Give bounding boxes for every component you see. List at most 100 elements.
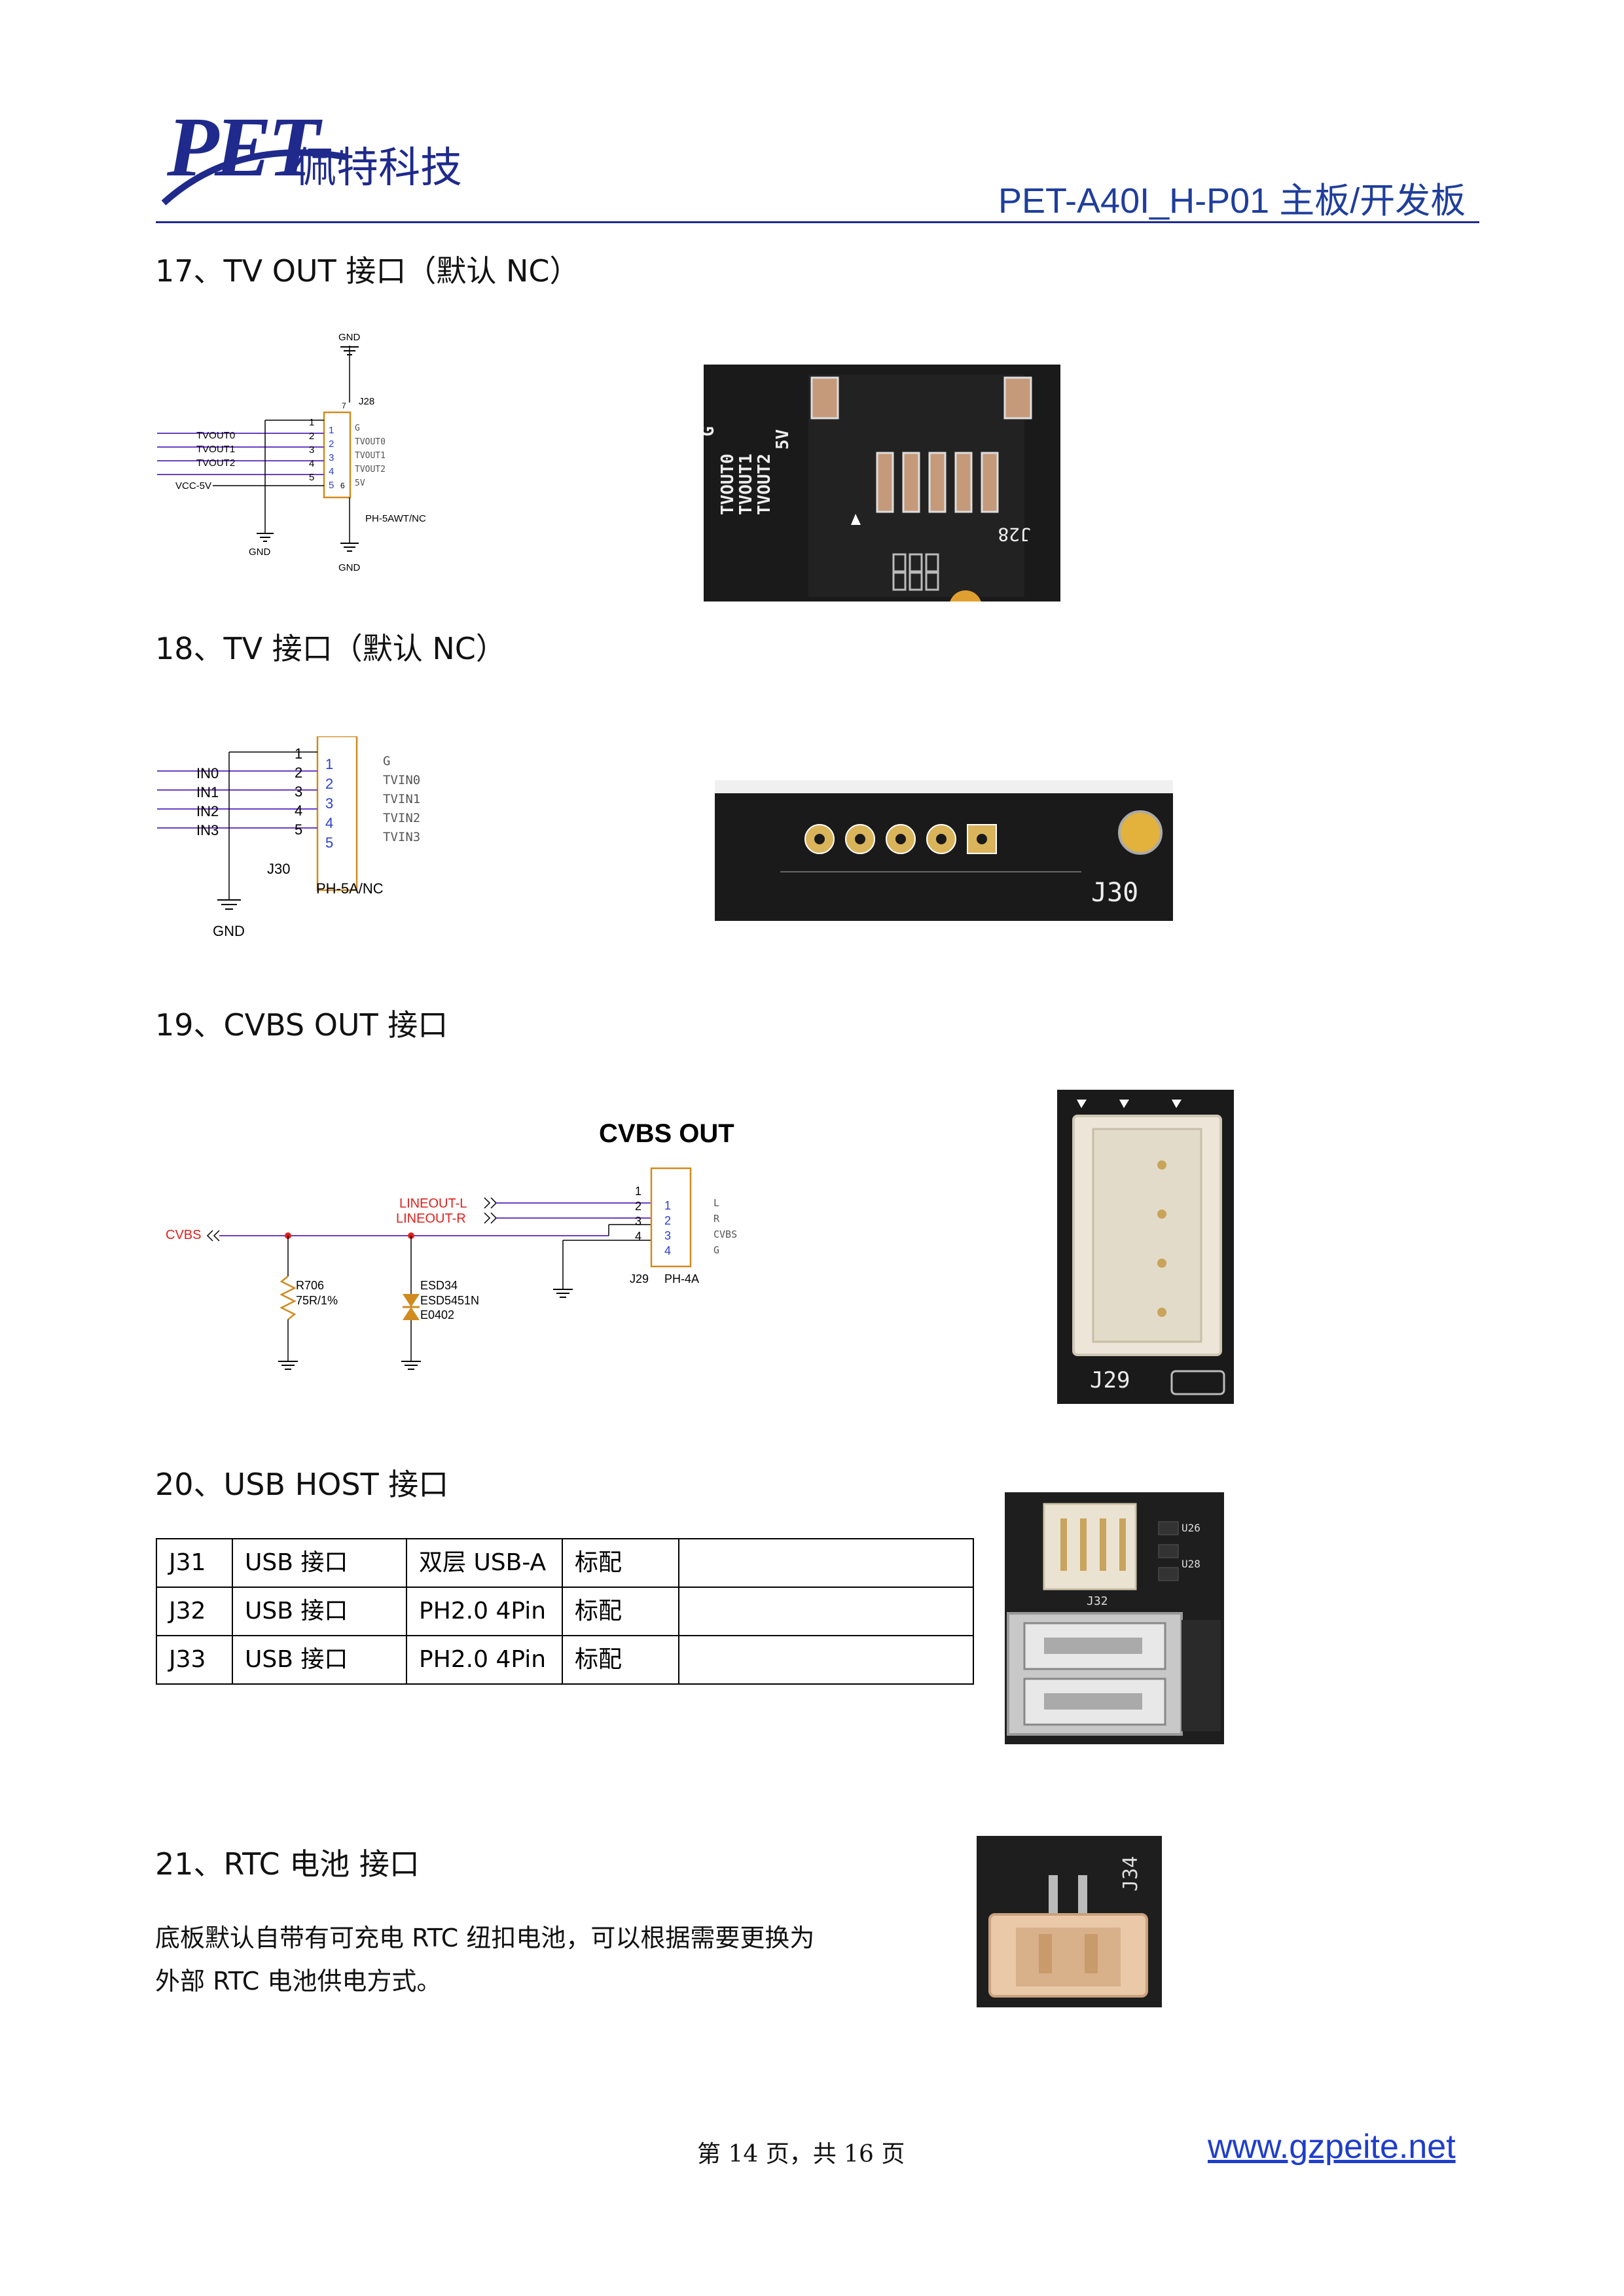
pin-name-tvin0: TVIN0 — [383, 773, 420, 787]
company-name: 佩特科技 — [295, 144, 462, 192]
inner-pin-1: 1 — [329, 425, 334, 436]
usb-host-table: J31 USB 接口 双层 USB-A 标配 J32 USB 接口 PH2.0 … — [156, 1538, 974, 1685]
pin-2: 2 — [635, 1200, 641, 1213]
net-tvout0: TVOUT0 — [196, 430, 235, 441]
cvbs-out-heading: CVBS OUT — [599, 1119, 734, 1148]
usb-photo: U26 U28 J32 — [1005, 1492, 1224, 1744]
header-rule — [156, 221, 1479, 223]
j29-part: PH-4A — [664, 1272, 699, 1285]
pin-name-tvin2: TVIN2 — [383, 811, 420, 825]
pin-1: 1 — [309, 417, 314, 428]
tv-in-board-image: J30 — [715, 780, 1173, 921]
mount-pin-7: 7 — [342, 401, 346, 410]
table-cell — [678, 1587, 974, 1636]
table-cell: 双层 USB-A — [406, 1538, 563, 1588]
pin-3: 3 — [295, 783, 302, 800]
j28-ref: J28 — [359, 396, 374, 407]
pin-name-cvbs: CVBS — [713, 1229, 737, 1240]
pin-3: 3 — [309, 444, 314, 456]
net-in1: IN1 — [196, 784, 219, 800]
section-20-title: 20、USB HOST 接口 — [155, 1467, 449, 1502]
silk-tvout1: TVOUT1 — [736, 454, 756, 515]
cvbs-board-image: J29 — [1057, 1090, 1234, 1404]
net-in2: IN2 — [196, 803, 219, 819]
pin-4: 4 — [295, 802, 302, 819]
j29-ref: J29 — [630, 1272, 649, 1285]
table-cell: 标配 — [562, 1538, 679, 1588]
pin-2: 2 — [295, 764, 302, 781]
esd34-ref: ESD34 — [420, 1279, 458, 1292]
logo-swoosh-icon — [161, 149, 348, 206]
section-17-title: 17、TV OUT 接口（默认 NC） — [155, 253, 580, 289]
usb-board-image: U26 U28 J32 — [1005, 1492, 1224, 1744]
net-lineout-l: LINEOUT-L — [399, 1196, 467, 1211]
website-link[interactable]: www.gzpeite.net — [1208, 2128, 1456, 2166]
company-logo: PET — [167, 100, 320, 194]
gnd-bottom-label: GND — [338, 562, 361, 573]
pin-name-g: G — [713, 1244, 719, 1256]
table-cell: USB 接口 — [232, 1538, 407, 1588]
silk-u28: U28 — [1182, 1558, 1200, 1570]
silk-g: G — [704, 426, 718, 437]
pin-name-tvin1: TVIN1 — [383, 792, 420, 806]
pin-1: 1 — [635, 1185, 641, 1198]
pin-4: 4 — [309, 458, 314, 469]
pin-name-l: L — [713, 1197, 719, 1209]
table-row: J33 USB 接口 PH2.0 4Pin 标配 — [156, 1635, 974, 1685]
pin-4: 4 — [635, 1230, 641, 1243]
silk-5v: 5V — [773, 429, 793, 450]
gnd-label: GND — [213, 923, 245, 939]
pin-3: 3 — [635, 1215, 641, 1228]
tvout-photo: G TVOUT0 TVOUT1 TVOUT2 5V J28 — [704, 365, 1060, 601]
net-in0: IN0 — [196, 765, 219, 781]
r706-ref: R706 — [296, 1279, 324, 1292]
pin-2: 2 — [309, 431, 314, 442]
silk-j28: J28 — [998, 524, 1031, 545]
table-cell — [678, 1538, 974, 1588]
silk-j32: J32 — [1087, 1594, 1108, 1608]
rtc-photo: J34 — [977, 1836, 1162, 2007]
inner-pin-5: 5 — [329, 480, 334, 491]
gnd-left-label: GND — [249, 547, 271, 558]
table-cell: USB 接口 — [232, 1587, 407, 1636]
header: PET 佩特科技 PET-A40I_H-P01 主板/开发板 — [0, 0, 1624, 229]
inner-pin-5: 5 — [325, 834, 333, 851]
esd34-part: ESD5451N — [420, 1294, 479, 1307]
table-cell: 标配 — [562, 1635, 679, 1685]
silk-tvout0: TVOUT0 — [718, 454, 738, 515]
inner-pin-2: 2 — [329, 439, 334, 450]
silk-j34: J34 — [1119, 1856, 1142, 1892]
part-number: PH-5AWT/NC — [365, 513, 426, 524]
part-number: PH-5A/NC — [316, 880, 384, 897]
pin-5: 5 — [295, 821, 302, 838]
pin-name-tvin3: TVIN3 — [383, 830, 420, 844]
esd34-pkg: E0402 — [420, 1308, 454, 1321]
section-19-title: 19、CVBS OUT 接口 — [155, 1007, 448, 1043]
table-cell: J31 — [156, 1538, 233, 1588]
pin-name-tvout2: TVOUT2 — [355, 465, 386, 475]
table-row: J32 USB 接口 PH2.0 4Pin 标配 — [156, 1587, 974, 1636]
table-cell: PH2.0 4Pin — [406, 1635, 563, 1685]
tvout-schematic: GND J28 7 GND GND TVOUT0 TVOUT1 TVOUT2 V… — [157, 332, 426, 573]
net-tvout1: TVOUT1 — [196, 444, 235, 455]
inner-pin-4: 4 — [664, 1244, 671, 1257]
tv-in-photo: J30 — [715, 780, 1173, 921]
cvbs-schematic: CVBS OUT CVBS R706 75R/1% ESD34 ESD5451N… — [166, 1119, 737, 1370]
table-cell: PH2.0 4Pin — [406, 1587, 563, 1636]
section-21-title: 21、RTC 电池 接口 — [155, 1846, 420, 1882]
table-cell: 标配 — [562, 1587, 679, 1636]
inner-pin-3: 3 — [664, 1229, 671, 1242]
pin-name-r: R — [713, 1213, 720, 1225]
inner-pin-3: 3 — [325, 795, 333, 812]
pin-name-g: G — [355, 423, 360, 433]
gnd-top-label: GND — [338, 332, 361, 343]
pin-name-g: G — [383, 754, 390, 768]
r706-value: 75R/1% — [296, 1294, 338, 1307]
pin-name-5v: 5V — [355, 478, 365, 488]
page-number: 第 14 页，共 16 页 — [697, 2141, 905, 2168]
rtc-board-image: J34 — [977, 1836, 1162, 2007]
silk-u26: U26 — [1182, 1522, 1200, 1534]
section-18-title: 18、TV 接口（默认 NC） — [155, 631, 506, 666]
inner-pin-3: 3 — [329, 452, 334, 463]
tvout-board-image: G TVOUT0 TVOUT1 TVOUT2 5V J28 — [704, 365, 1060, 601]
